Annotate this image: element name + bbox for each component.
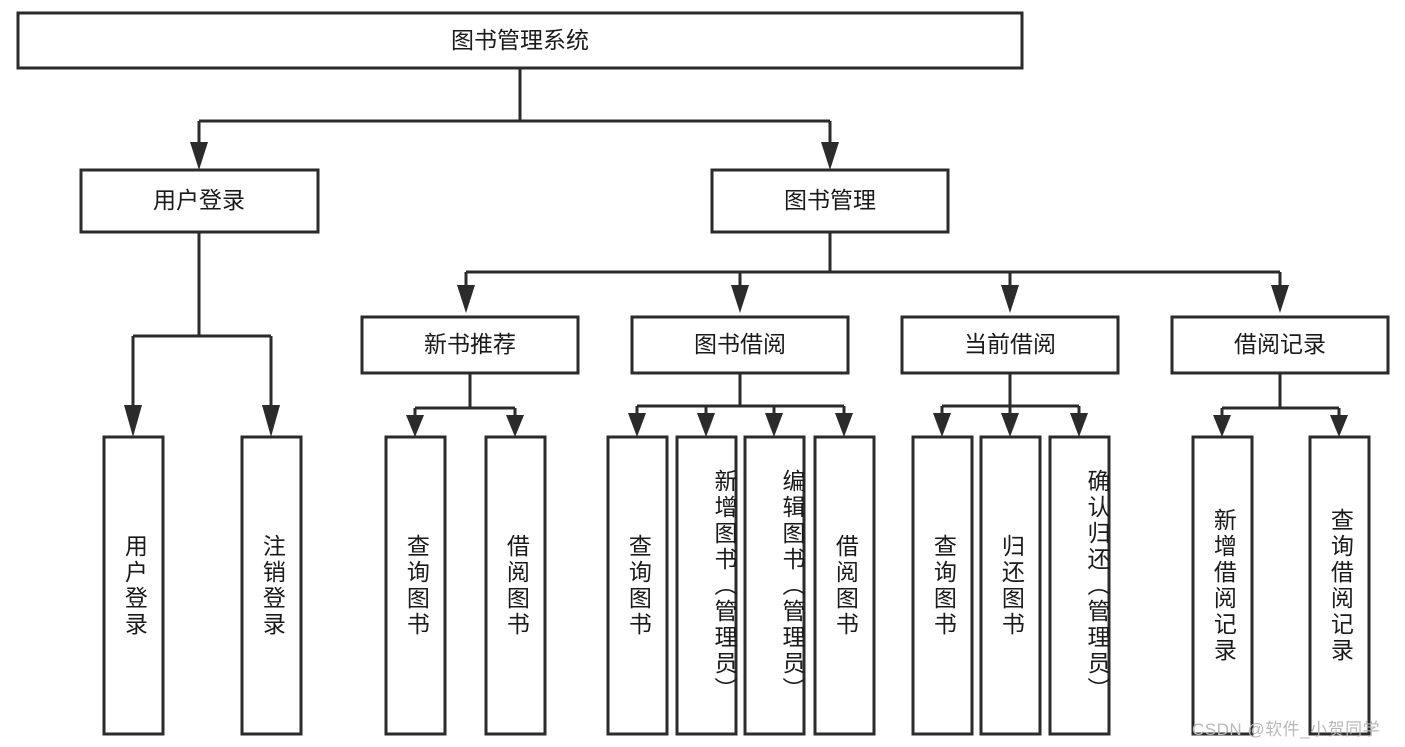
arrowhead-l4-borrow-book-a: [506, 415, 524, 437]
edge-group-current-borrow: [933, 373, 1088, 437]
node-current-borrow-box[interactable]: [900, 315, 1120, 375]
node-l4-confirm-return-box[interactable]: [1048, 435, 1111, 736]
arrowhead-l4-add-book: [697, 413, 715, 437]
arrowhead-new-book-rec: [457, 285, 475, 313]
arrowhead-l4-query-book-c: [933, 413, 951, 437]
edge-group-new-book-rec: [406, 373, 524, 437]
arrowhead-l4-confirm-return: [1070, 413, 1088, 437]
arrowhead-borrow-record: [1271, 285, 1289, 313]
node-l4-borrow-book-a-box[interactable]: [484, 435, 547, 736]
arrowhead-user-login: [190, 142, 208, 170]
node-book-borrow-box[interactable]: [630, 315, 850, 375]
node-new-book-rec[interactable]: 新书推荐: [360, 315, 580, 375]
csdn-watermark: CSDN @软件_小贺同学: [1192, 720, 1381, 739]
node-l4-borrow-book-b-box[interactable]: [813, 435, 876, 736]
arrowhead-current-borrow: [1001, 285, 1019, 313]
node-l4-query-book-a-box[interactable]: [384, 435, 447, 736]
node-l4-query-book-b-box[interactable]: [606, 435, 669, 736]
node-user-login-box[interactable]: [79, 168, 320, 234]
arrowhead-l4-return-book: [1001, 413, 1019, 437]
node-root-label: 图书管理系统: [451, 27, 589, 53]
arrowhead-l4-borrow-book-b: [835, 413, 853, 437]
arrowhead-l4-query-book-b: [628, 413, 646, 437]
edge-group-borrow-record: [1213, 373, 1348, 437]
arrowhead-l4-user-login: [124, 405, 142, 437]
arrowhead-l4-edit-book: [765, 413, 783, 437]
node-book-mgmt-label: 图书管理: [784, 187, 876, 213]
node-l4-user-login-box[interactable]: [102, 435, 165, 736]
arrowhead-book-mgmt: [821, 142, 839, 170]
arrowhead-l4-query-book-a: [406, 415, 424, 437]
node-current-borrow-label: 当前借阅: [964, 331, 1056, 357]
node-user-login[interactable]: 用户登录: [79, 168, 320, 234]
node-l4-logout-box[interactable]: [240, 435, 303, 736]
node-current-borrow[interactable]: 当前借阅: [900, 315, 1120, 375]
arrowhead-l4-logout: [262, 405, 280, 437]
node-l4-query-book-c-box[interactable]: [911, 435, 974, 736]
arrowhead-book-borrow: [731, 285, 749, 313]
node-borrow-record[interactable]: 借阅记录: [1170, 315, 1390, 375]
node-l4-return-book-box[interactable]: [979, 435, 1042, 736]
node-book-mgmt[interactable]: 图书管理: [710, 168, 950, 234]
node-l4-add-book-box[interactable]: [675, 435, 738, 736]
node-root-box[interactable]: [16, 11, 1024, 70]
edge-group-book-borrow: [628, 373, 853, 437]
node-new-book-rec-box[interactable]: [360, 315, 580, 375]
edge-group-user-login: [124, 232, 280, 437]
node-borrow-record-box[interactable]: [1170, 315, 1390, 375]
node-book-mgmt-box[interactable]: [710, 168, 950, 234]
arrowhead-l4-add-record: [1213, 415, 1231, 437]
node-root[interactable]: 图书管理系统: [16, 11, 1024, 70]
arrowhead-l4-query-record: [1330, 415, 1348, 437]
node-new-book-rec-label: 新书推荐: [424, 331, 516, 357]
node-borrow-record-label: 借阅记录: [1234, 331, 1326, 357]
node-user-login-label: 用户登录: [153, 187, 245, 213]
node-book-borrow[interactable]: 图书借阅: [630, 315, 850, 375]
edge-group-book-mgmt: [457, 232, 1289, 313]
node-l4-query-record-box[interactable]: [1308, 435, 1371, 736]
node-l4-edit-book-box[interactable]: [743, 435, 806, 736]
node-book-borrow-label: 图书借阅: [694, 331, 786, 357]
node-l4-add-record-box[interactable]: [1191, 435, 1254, 736]
edge-group-root: [190, 68, 839, 170]
